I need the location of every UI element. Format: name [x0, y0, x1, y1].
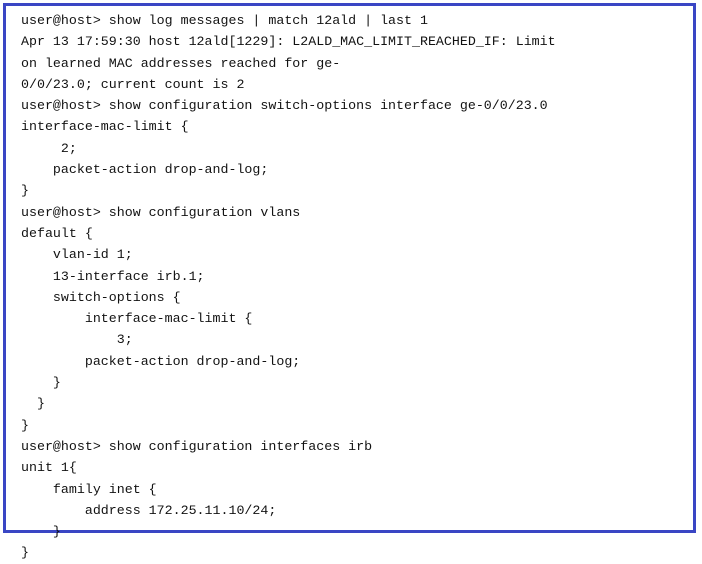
terminal-window: user@host> show log messages | match 12a… [3, 3, 696, 560]
cli-prompt-line: user@host> show log messages | match 12a… [21, 13, 428, 28]
cli-output-line: packet-action drop-and-log; [21, 162, 269, 178]
cli-output-line: interface-mac-limit { [21, 119, 189, 135]
cli-output-line: } [21, 183, 29, 199]
cli-output-line: } [21, 524, 61, 540]
cli-output-line: family inet { [21, 481, 157, 497]
cli-output-line: 3; [21, 332, 133, 348]
cli-prompt-line: user@host> show configuration interfaces… [21, 438, 373, 454]
cli-output-line: } [21, 396, 45, 412]
cli-output-line: vlan-id 1; [21, 247, 133, 263]
cli-output-line: } [21, 545, 29, 561]
cli-prompt-line: user@host> show configuration switch-opt… [21, 98, 548, 114]
cli-output-line: unit 1{ [21, 460, 77, 476]
cli-output-line: interface-mac-limit { [21, 311, 253, 327]
cli-output-line: default { [21, 225, 93, 241]
cli-output-line: 0/0/23.0; current count is 2 [21, 76, 245, 92]
cli-output-line: on learned MAC addresses reached for ge- [21, 55, 341, 71]
cli-output-line: 2; [21, 140, 77, 156]
cli-output-line: 13-interface irb.1; [21, 268, 205, 284]
cli-prompt-line: user@host> show configuration vlans [21, 204, 301, 220]
cli-output-line: address 172.25.11.10/24; [21, 502, 277, 518]
cli-output-line: switch-options { [21, 289, 181, 305]
cli-output-line: Apr 13 17:59:30 host 12ald[1229]: L2ALD_… [21, 34, 556, 50]
cli-output-line: } [21, 417, 29, 433]
terminal-output[interactable]: user@host> show log messages | match 12a… [6, 6, 693, 564]
cli-output-line: } [21, 375, 61, 391]
cli-output-line: packet-action drop-and-log; [21, 353, 301, 369]
